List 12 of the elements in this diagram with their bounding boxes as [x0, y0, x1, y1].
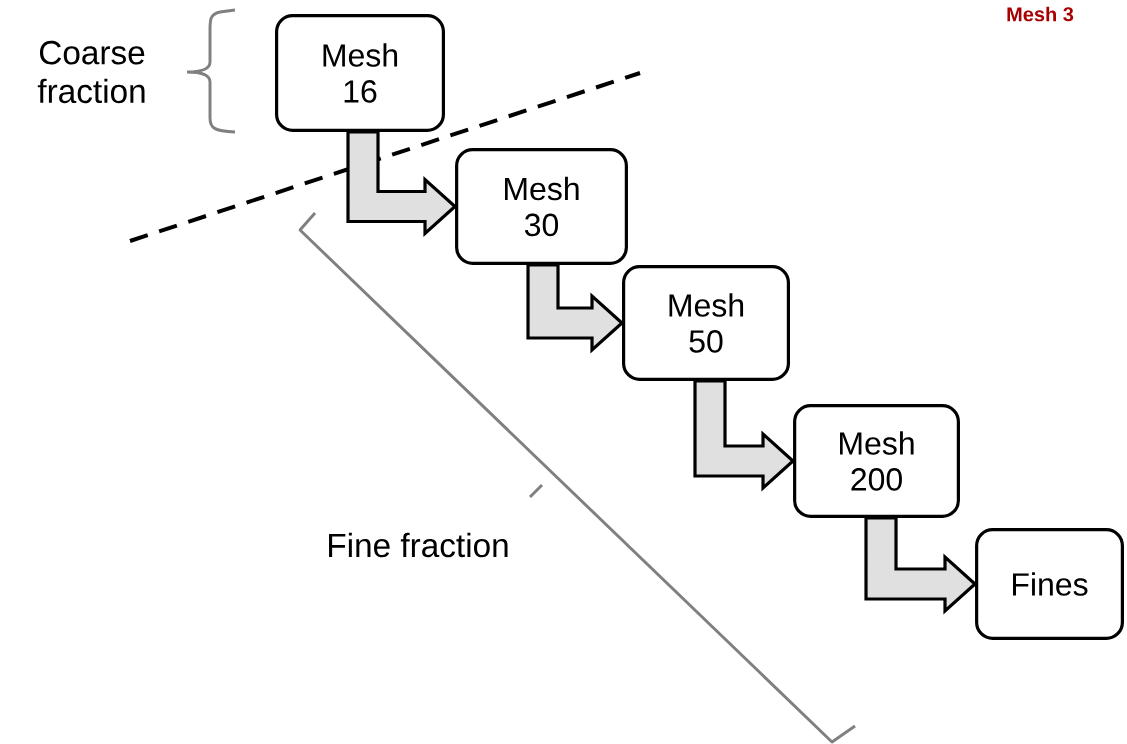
block-arrow [693, 379, 796, 492]
block-arrow [864, 516, 978, 615]
bracket-label: Fine fraction [329, 532, 508, 558]
process-box: Mesh 200 [793, 404, 960, 518]
bracket-label: Coarse fraction [37, 40, 145, 104]
block-arrow [526, 263, 625, 354]
process-box: Mesh 30 [455, 148, 628, 265]
process-box: Mesh 50 [622, 265, 790, 381]
process-box: Fines [975, 528, 1124, 640]
process-box: Mesh 16 [275, 14, 445, 132]
block-arrow [346, 130, 458, 238]
heading-text: Mesh 3 [1007, 6, 1074, 22]
